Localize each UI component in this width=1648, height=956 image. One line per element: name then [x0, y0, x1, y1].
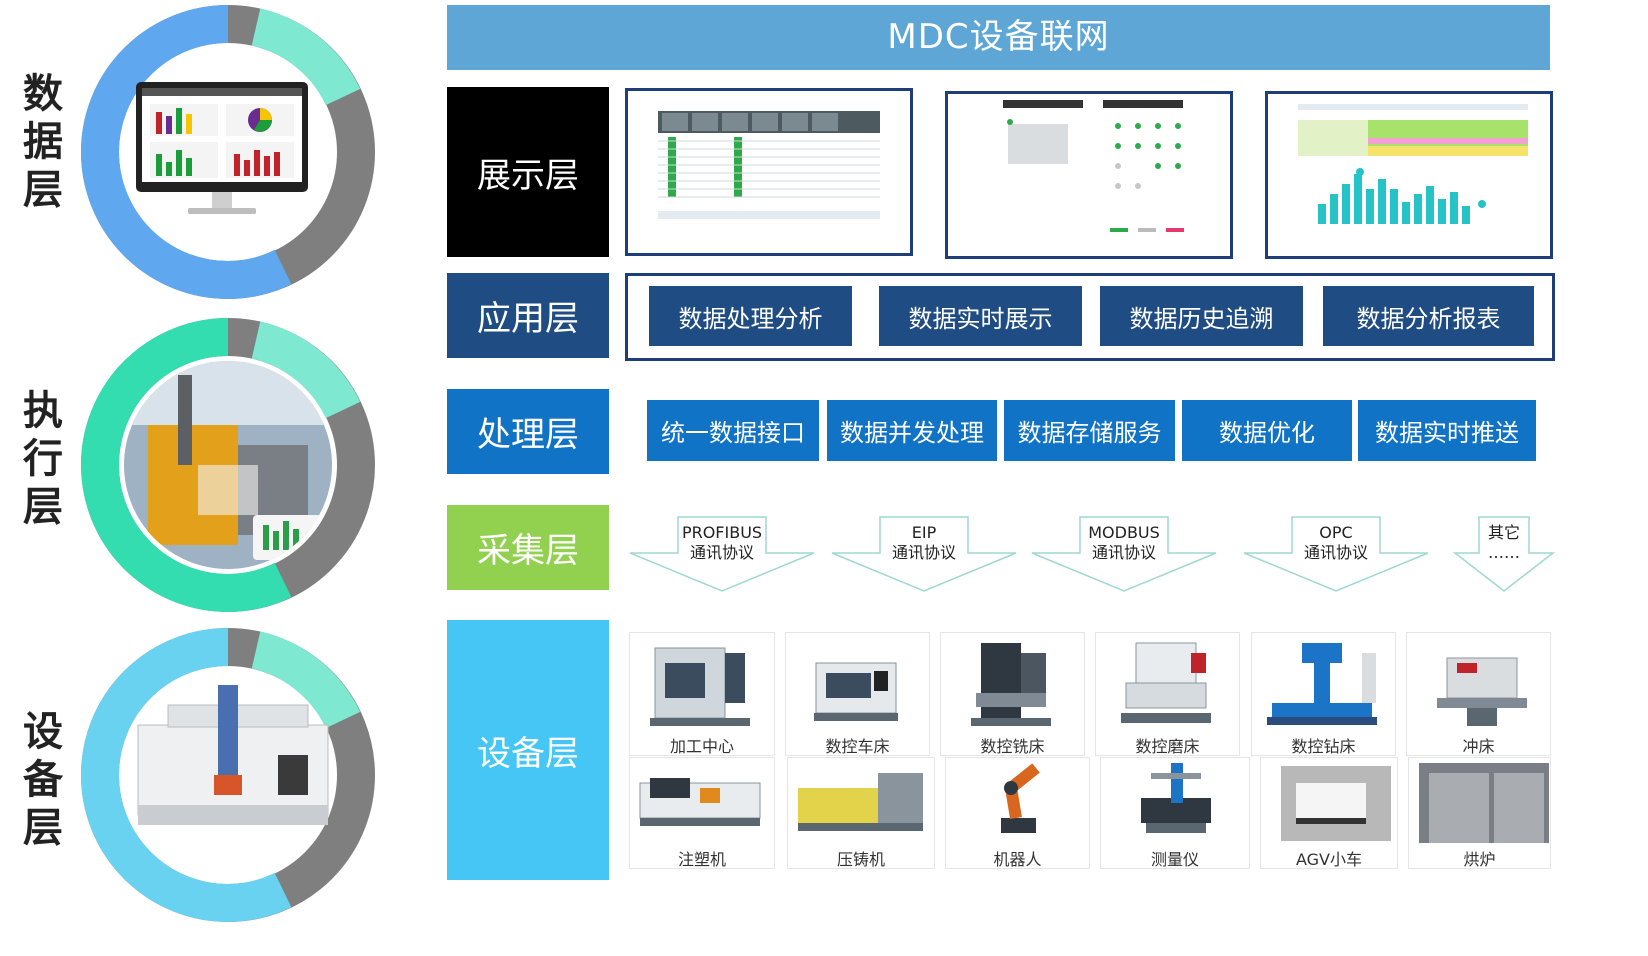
data-layer-ring — [81, 5, 375, 300]
equipment-label-6: 冲床 — [1462, 737, 1495, 756]
equipment-agv: AGV小车 — [1260, 757, 1398, 869]
app-item-2: 数据实时展示 — [879, 286, 1082, 346]
oven-icon — [1419, 763, 1549, 843]
display-screenshot-2 — [945, 91, 1233, 259]
punch-press-icon — [1437, 657, 1527, 726]
display-screenshot-3 — [1265, 91, 1553, 259]
app-item-4: 数据分析报表 — [1323, 286, 1534, 346]
machining-center-icon — [650, 647, 750, 726]
layer-device: 设备层 — [447, 620, 609, 880]
proc-item-5: 数据实时推送 — [1358, 400, 1536, 461]
proc-item-1: 统一数据接口 — [647, 400, 819, 461]
side-label-exec: 执行层 — [23, 388, 63, 530]
protocol-1-label: 通讯协议 — [689, 543, 754, 562]
layer-collection: 采集层 — [447, 505, 609, 590]
protocol-4-name: OPC — [1319, 523, 1353, 542]
layer-application: 应用层 — [447, 273, 609, 358]
proc-item-3: 数据存储服务 — [1004, 400, 1175, 461]
equipment-label-3: 数控铣床 — [980, 737, 1045, 756]
cnc-drill-icon — [1267, 643, 1377, 725]
protocol-2-name: EIP — [911, 523, 937, 542]
equipment-machining-center: 加工中心 — [629, 632, 775, 756]
protocol-3-label: 通讯协议 — [1091, 543, 1156, 562]
app-item-1: 数据处理分析 — [649, 286, 852, 346]
layer-processing: 处理层 — [447, 389, 609, 474]
cnc-lathe-icon — [814, 662, 898, 721]
equipment-measuring-instrument: 测量仪 — [1100, 757, 1250, 869]
monitor-icon — [136, 82, 308, 214]
equipment-label-5: 数控钻床 — [1291, 737, 1356, 756]
equipment-label-2: 数控车床 — [825, 737, 890, 756]
proc-item-2: 数据并发处理 — [827, 400, 997, 461]
equipment-cnc-drill: 数控钻床 — [1251, 632, 1396, 756]
equipment-label-8: 压铸机 — [836, 850, 885, 869]
cnc-mill-icon — [971, 643, 1051, 726]
equipment-robot: 机器人 — [945, 757, 1090, 869]
equipment-label-7: 注塑机 — [677, 850, 726, 869]
factory-photo — [124, 361, 332, 569]
display-screenshot-1 — [625, 88, 913, 256]
protocol-3-name: MODBUS — [1088, 523, 1160, 542]
protocol-arrow-5: 其它…… — [1452, 515, 1556, 593]
injection-molder-icon — [639, 778, 761, 826]
agv-icon — [1281, 766, 1391, 841]
protocol-1-name: PROFIBUS — [681, 523, 763, 542]
cnc-grinder-icon — [1121, 642, 1211, 723]
equipment-cnc-mill: 数控铣床 — [940, 632, 1085, 756]
protocol-5-name: 其它 — [1487, 523, 1520, 542]
page-title: MDC设备联网 — [447, 5, 1550, 70]
equipment-label-4: 数控磨床 — [1135, 737, 1200, 756]
equipment-punch-press: 冲床 — [1406, 632, 1551, 756]
app-item-3: 数据历史追溯 — [1100, 286, 1303, 346]
protocol-5-label: …… — [1488, 543, 1520, 562]
layer-display: 展示层 — [447, 87, 609, 257]
measuring-instrument-icon — [1141, 763, 1211, 833]
side-label-data: 数据层 — [23, 71, 63, 213]
equipment-label-12: 烘炉 — [1463, 850, 1496, 869]
side-label-device: 设备层 — [23, 709, 63, 851]
equipment-injection-molder: 注塑机 — [629, 757, 775, 869]
robot-arm-icon — [1001, 763, 1040, 833]
device-layer-ring — [81, 628, 375, 923]
proc-item-4: 数据优化 — [1182, 400, 1352, 461]
protocol-4-label: 通讯协议 — [1303, 543, 1368, 562]
gantry-machine-image — [137, 685, 329, 825]
equipment-oven: 烘炉 — [1408, 757, 1551, 869]
die-caster-icon — [798, 773, 923, 831]
equipment-label-1: 加工中心 — [669, 737, 734, 756]
equipment-die-caster: 压铸机 — [787, 757, 935, 869]
equipment-label-10: 测量仪 — [1150, 850, 1199, 869]
equipment-label-11: AGV小车 — [1295, 850, 1362, 869]
equipment-cnc-grinder: 数控磨床 — [1095, 632, 1240, 756]
equipment-label-9: 机器人 — [993, 850, 1042, 869]
equipment-cnc-lathe: 数控车床 — [785, 632, 930, 756]
exec-layer-ring — [81, 318, 375, 613]
protocol-2-label: 通讯协议 — [891, 543, 956, 562]
